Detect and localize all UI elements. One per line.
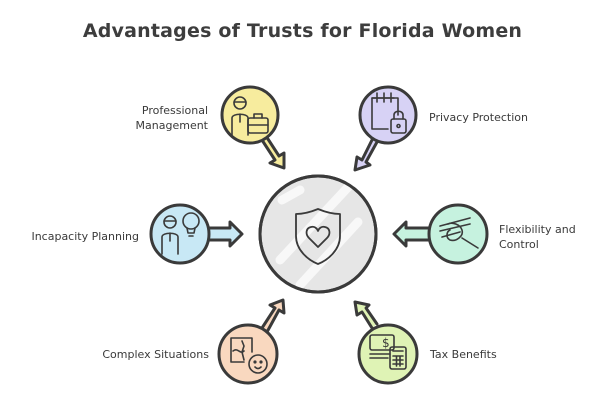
label-professional-management: Professional Management — [120, 103, 208, 133]
label-line: Control — [499, 238, 539, 251]
node-privacy-protection — [353, 85, 418, 172]
node-professional-management — [220, 85, 286, 170]
label-complex-situations: Complex Situations — [70, 347, 209, 362]
label-line: Tax Benefits — [430, 348, 497, 361]
node-incapacity-planning — [149, 203, 244, 265]
dollar-sign: $ — [382, 336, 390, 350]
label-line: Privacy Protection — [429, 111, 528, 124]
label-line: Flexibility and — [499, 223, 576, 236]
puzzle-face-icon — [230, 337, 268, 374]
person-lightbulb-icon — [161, 212, 200, 255]
label-line: Complex Situations — [102, 348, 209, 361]
label-tax-benefits: Tax Benefits — [430, 347, 530, 362]
node-flexibility-and-control — [392, 203, 489, 265]
calendar-lock-icon — [371, 92, 407, 134]
label-line: Management — [135, 119, 208, 132]
label-flexibility-and-control: Flexibility and Control — [499, 222, 599, 252]
diagram-title: Advantages of Trusts for Florida Women — [82, 20, 523, 42]
label-privacy-protection: Privacy Protection — [429, 110, 559, 125]
node-complex-situations — [217, 298, 286, 385]
money-calculator-icon — [369, 334, 407, 370]
label-line: Professional — [141, 104, 208, 117]
node-tax-benefits — [353, 300, 419, 385]
label-line: Incapacity Planning — [31, 230, 139, 243]
hand-icon — [439, 217, 479, 249]
label-incapacity-planning: Incapacity Planning — [10, 229, 139, 244]
person-briefcase-icon — [231, 96, 269, 136]
center-node — [258, 174, 378, 294]
shield-heart-icon — [295, 208, 341, 265]
